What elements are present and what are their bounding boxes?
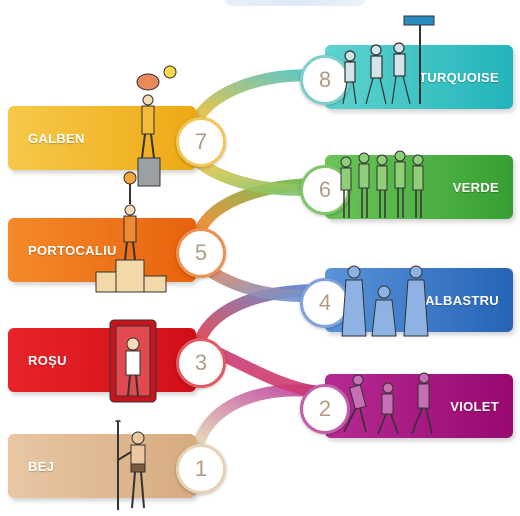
level-2-label: VIOLET — [450, 398, 499, 414]
level-1-number: 1 — [194, 456, 208, 481]
level-5-number: 5 — [194, 240, 208, 265]
level-5-label: PORTOCALIU — [28, 242, 117, 258]
team-with-signpost-icon — [342, 15, 435, 105]
top-title-fragment — [225, 0, 365, 6]
level-2-circle: 2 — [300, 384, 350, 434]
fighting-people-icon — [343, 372, 433, 435]
level-3-label: ROȘU — [28, 352, 67, 368]
level-3-circle: 3 — [176, 338, 226, 388]
level-8-circle: 8 — [300, 55, 350, 105]
level-8-number: 8 — [318, 67, 332, 92]
level-5-circle: 5 — [176, 228, 226, 278]
level-4-number: 4 — [318, 290, 332, 315]
king-on-throne-icon — [109, 319, 157, 403]
level-2-number: 2 — [318, 396, 332, 421]
level-7-panel: GALBEN — [8, 106, 196, 170]
level-8-label: TURQUOISE — [419, 69, 499, 85]
level-3-panel: ROȘU — [8, 328, 196, 392]
level-3-number: 3 — [194, 350, 208, 375]
level-5-panel: PORTOCALIU — [8, 218, 196, 282]
level-1-label: BEJ — [28, 458, 55, 474]
level-7-circle: 7 — [176, 117, 226, 167]
level-1-circle: 1 — [176, 444, 226, 494]
podium-winner-icon — [95, 171, 167, 293]
level-1-panel: BEJ — [8, 434, 196, 498]
level-7-number: 7 — [194, 129, 208, 154]
level-7-label: GALBEN — [28, 130, 85, 146]
level-6-label: VERDE — [452, 179, 499, 195]
thinker-on-pedestal-icon — [136, 65, 177, 187]
caveman-with-spear-icon — [115, 420, 146, 510]
religious-figures-icon — [341, 265, 429, 337]
level-4-label: ALBASTRU — [425, 292, 499, 308]
group-of-people-icon — [340, 150, 424, 218]
level-6-number: 6 — [318, 177, 332, 202]
